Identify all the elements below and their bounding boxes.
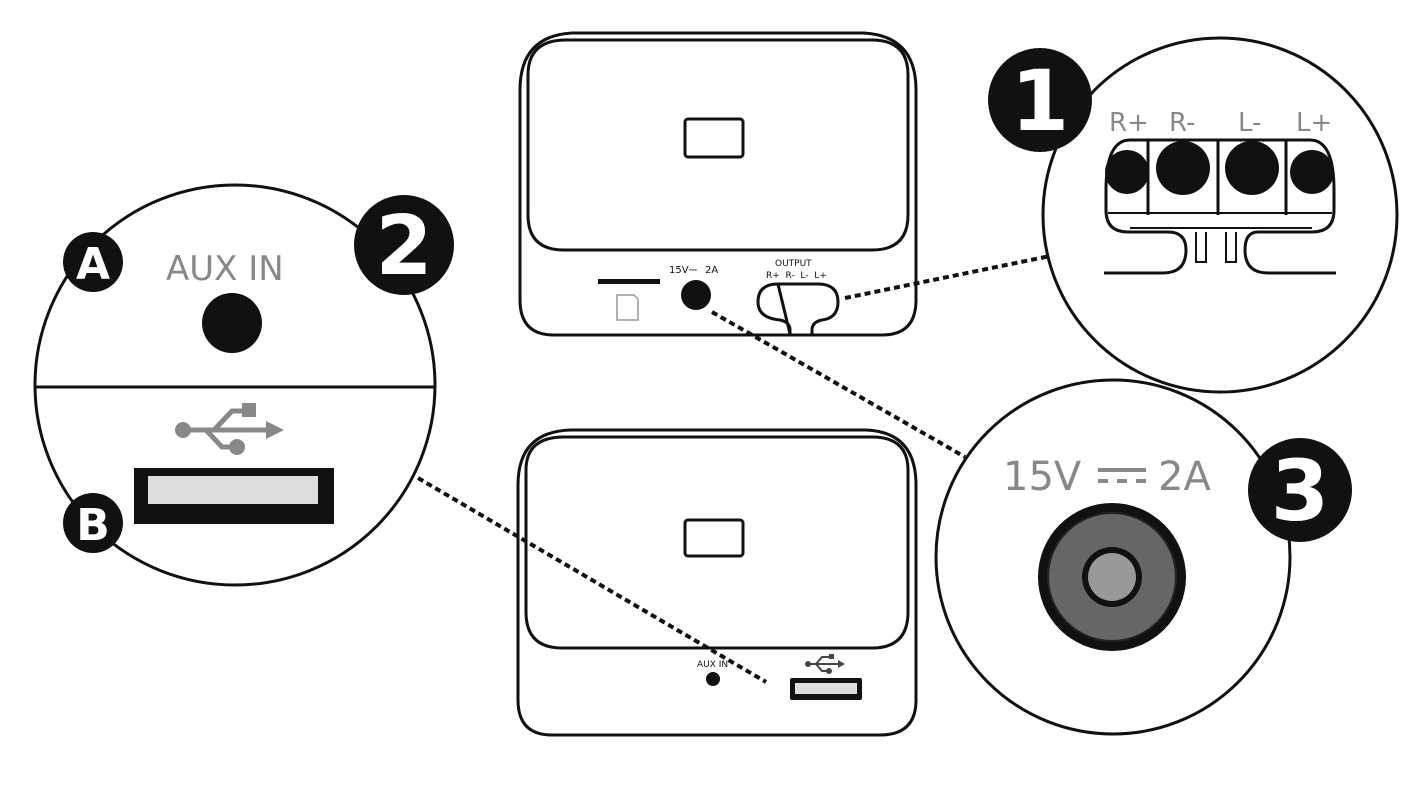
device-bottom-display bbox=[683, 518, 745, 558]
callout-3-number: 3 bbox=[1271, 442, 1329, 540]
marker-a-badge bbox=[63, 232, 123, 292]
terminal-l-plus bbox=[1290, 150, 1334, 194]
callout-1-badge bbox=[988, 48, 1092, 152]
callout-3-badge bbox=[1248, 438, 1352, 542]
device-top bbox=[518, 31, 918, 337]
device-top-output-label: OUTPUT bbox=[775, 259, 812, 269]
terminal-r-minus bbox=[1156, 141, 1210, 195]
dc-symbol-icon bbox=[1098, 468, 1146, 483]
sd-card-slot bbox=[598, 279, 660, 284]
callout-2: AUX IN A B 2 bbox=[33, 183, 454, 587]
marker-b: B bbox=[76, 500, 110, 551]
power-jack bbox=[681, 280, 711, 310]
device-top-dc-symbol: ⎓ bbox=[689, 265, 697, 276]
terminal-l-minus bbox=[1225, 141, 1279, 195]
device-bottom-lid bbox=[524, 435, 910, 650]
terminal-label-l-plus: L+ bbox=[1296, 108, 1332, 138]
usb-port-inner bbox=[795, 683, 857, 694]
terminal-label-r-minus: R- bbox=[1169, 108, 1195, 138]
device-bottom bbox=[516, 428, 918, 737]
aux-in-jack bbox=[706, 672, 720, 686]
device-top-display bbox=[683, 117, 745, 159]
leader-lines bbox=[416, 254, 1051, 684]
callout-2-badge bbox=[354, 195, 454, 295]
terminal-block bbox=[1104, 138, 1336, 275]
leader-line-3 bbox=[711, 310, 966, 459]
device-bottom-body bbox=[516, 428, 918, 737]
terminal-r-plus bbox=[1105, 150, 1149, 194]
aux-in-jack-large bbox=[202, 293, 262, 353]
leader-line-1 bbox=[844, 254, 1051, 300]
device-top-output-terminals: R+ R- L- L+ bbox=[766, 271, 827, 281]
device-top-power-volt: 15V bbox=[669, 265, 689, 276]
terminal-label-l-minus: L- bbox=[1238, 108, 1261, 138]
marker-a: A bbox=[76, 239, 110, 290]
sd-card-icon bbox=[616, 294, 639, 321]
device-bottom-aux-label: AUX IN bbox=[697, 660, 728, 670]
callout-1: R+ R- L- L+ 1 bbox=[988, 36, 1399, 394]
callout-1-circle bbox=[1041, 36, 1399, 394]
device-top-lid bbox=[526, 38, 910, 252]
leader-line-2 bbox=[416, 476, 768, 684]
terminal-label-r-plus: R+ bbox=[1109, 108, 1149, 138]
power-jack-pin bbox=[1088, 553, 1136, 601]
power-amp-label: 2A bbox=[1158, 454, 1211, 500]
usb-port-large-inner bbox=[148, 476, 318, 504]
device-bottom-usb-icon bbox=[805, 654, 845, 674]
power-volt-label: 15V bbox=[1003, 454, 1082, 500]
device-top-power-amp: 2A bbox=[705, 265, 718, 276]
callout-2-number: 2 bbox=[375, 199, 432, 294]
usb-icon bbox=[175, 403, 284, 455]
callout-1-number: 1 bbox=[1011, 52, 1069, 150]
output-terminal-recess bbox=[756, 282, 840, 335]
marker-b-badge bbox=[63, 493, 123, 553]
device-top-body bbox=[518, 31, 918, 337]
aux-in-label: AUX IN bbox=[166, 249, 284, 289]
callout-3: 15V 2A 3 bbox=[934, 378, 1352, 736]
